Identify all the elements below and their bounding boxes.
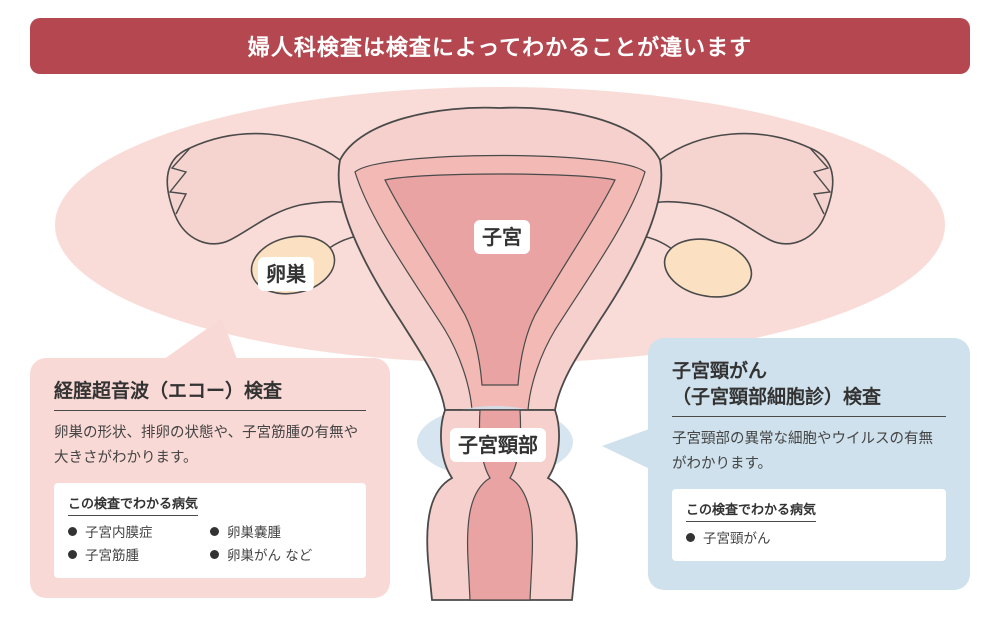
cytology-title-line1: 子宮頸がん xyxy=(672,360,768,382)
ultrasound-disease-list: 子宮内膜症 卵巣嚢腫 子宮筋腫 卵巣がん など xyxy=(68,522,352,568)
list-item: 子宮筋腫 xyxy=(68,545,210,568)
ultrasound-disease-box: この検査でわかる病気 子宮内膜症 卵巣嚢腫 子宮筋腫 卵巣がん など xyxy=(54,483,366,578)
list-item: 子宮頸がん xyxy=(686,528,932,551)
ultrasound-title: 経腟超音波（エコー）検査 xyxy=(54,378,366,411)
cytology-title-line2: （子宮頸部細胞診）検査 xyxy=(672,384,946,417)
ultrasound-pointer xyxy=(160,318,238,362)
page-banner: 婦人科検査は検査によってわかることが違います xyxy=(30,18,970,74)
uterus-label: 子宮 xyxy=(474,220,530,254)
bullet-icon xyxy=(686,533,695,542)
ultrasound-description: 卵巣の形状、排卵の状態や、子宮筋腫の有無や大きさがわかります。 xyxy=(54,425,359,466)
cytology-disease-box: この検査でわかる病気 子宮頸がん xyxy=(672,489,946,561)
ultrasound-panel: 経腟超音波（エコー）検査 卵巣の形状、排卵の状態や、子宮筋腫の有無や大きさがわか… xyxy=(30,358,390,598)
disease-name: 子宮筋腫 xyxy=(85,548,139,564)
disease-name: 子宮内膜症 xyxy=(85,525,153,541)
cytology-panel: 子宮頸がん （子宮頸部細胞診）検査 子宮頸部の異常な細胞やウイルスの有無がわかり… xyxy=(648,338,970,590)
disease-name: 卵巣嚢腫 xyxy=(227,525,281,541)
cytology-pointer xyxy=(602,428,652,470)
bullet-icon xyxy=(68,527,77,536)
ultrasound-disease-heading: この検査でわかる病気 xyxy=(68,493,199,516)
bullet-icon xyxy=(210,550,219,559)
cytology-disease-heading: この検査でわかる病気 xyxy=(686,499,817,522)
list-item: 卵巣嚢腫 xyxy=(210,522,352,545)
right-fallopian-tube xyxy=(639,132,834,245)
right-ovary xyxy=(663,238,753,298)
endometrium xyxy=(384,173,616,386)
disease-name: 卵巣がん など xyxy=(227,548,313,564)
ovary-label: 卵巣 xyxy=(258,257,314,291)
right-fimbriae xyxy=(809,147,832,215)
bullet-icon xyxy=(68,550,77,559)
left-fallopian-tube xyxy=(166,132,361,245)
cytology-disease-list: 子宮頸がん xyxy=(686,528,932,551)
bullet-icon xyxy=(210,527,219,536)
list-item: 子宮内膜症 xyxy=(68,522,210,545)
list-item: 卵巣がん など xyxy=(210,545,352,568)
disease-name: 子宮頸がん xyxy=(703,531,771,547)
left-fimbriae xyxy=(168,147,191,215)
cervix-label: 子宮頸部 xyxy=(450,428,546,462)
cytology-description: 子宮頸部の異常な細胞やウイルスの有無がわかります。 xyxy=(672,431,933,472)
